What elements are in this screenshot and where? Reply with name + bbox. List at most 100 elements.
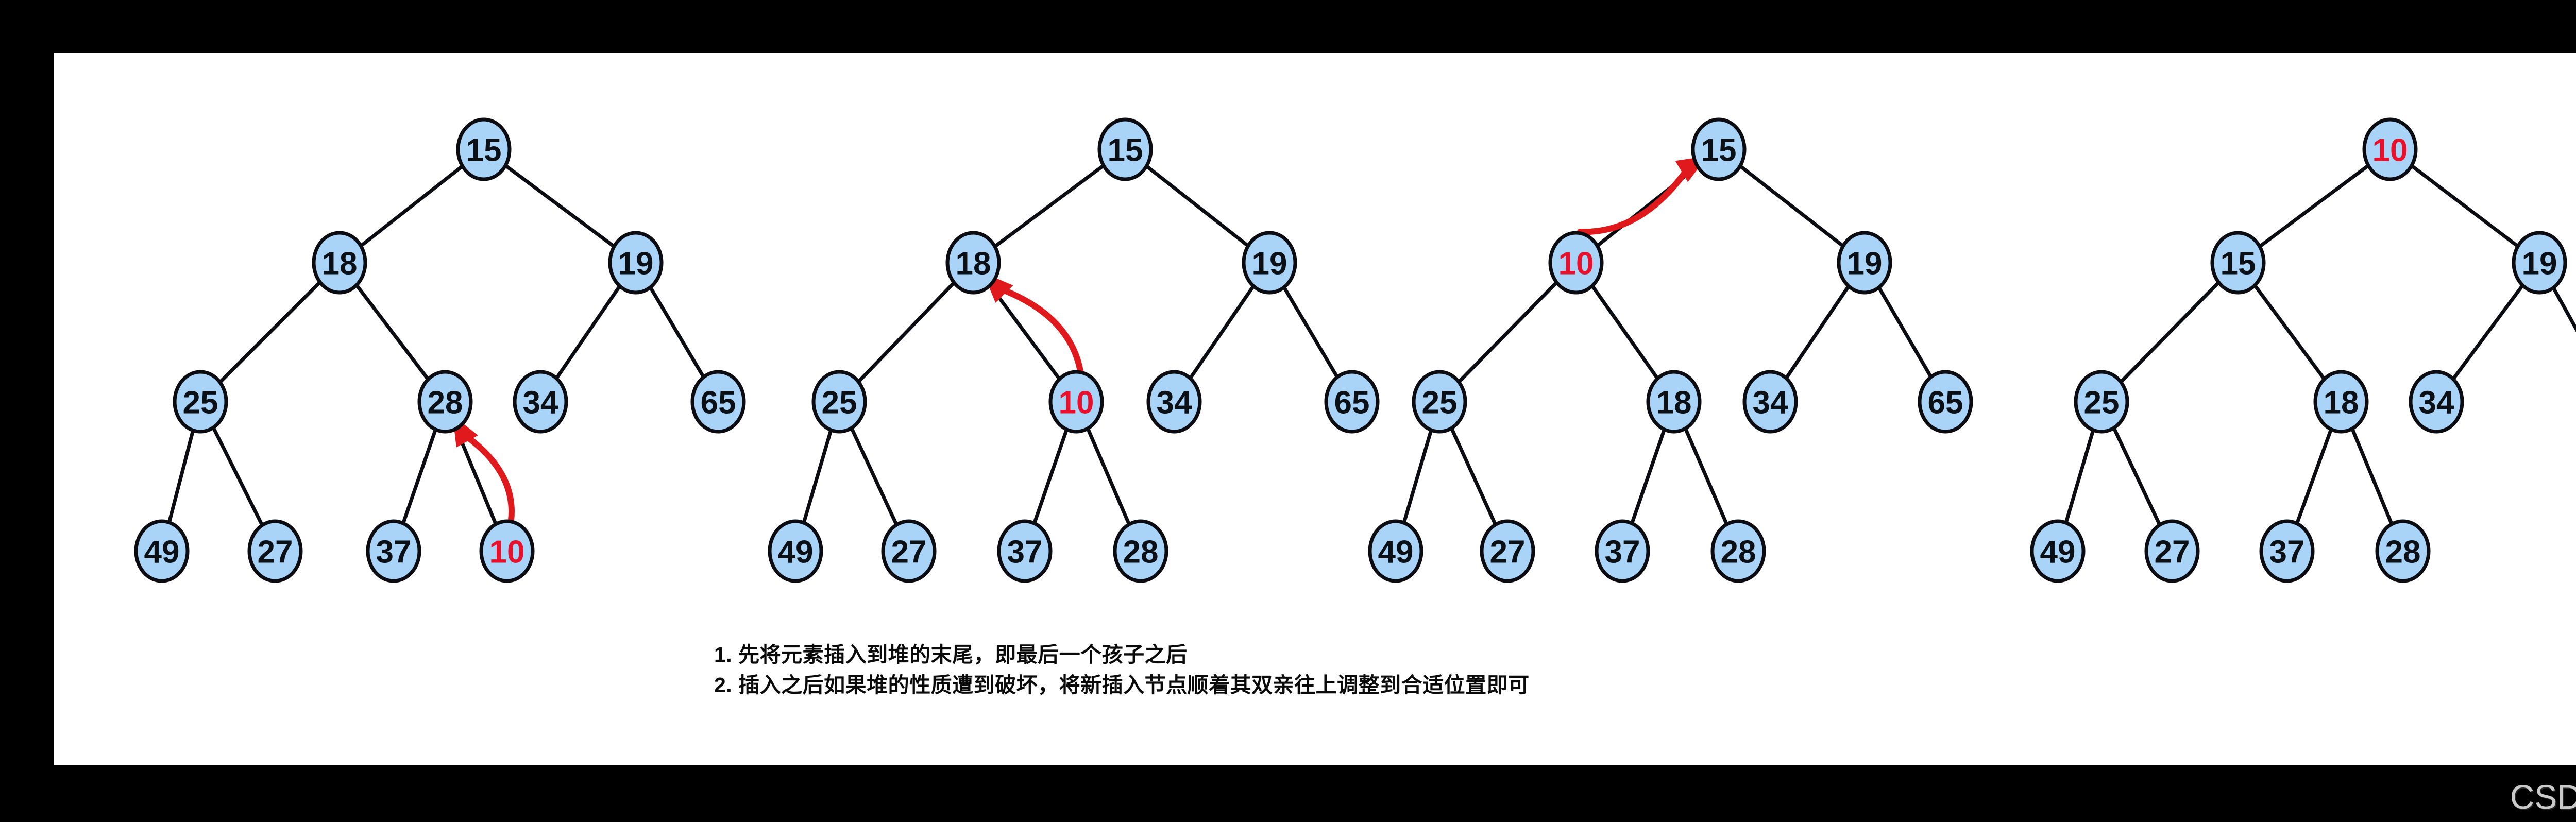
tree-node[interactable]: 37: [366, 519, 421, 583]
tree-node[interactable]: 15: [1097, 117, 1153, 181]
tree-node[interactable]: 28: [1710, 519, 1766, 583]
tree-node[interactable]: 10: [1548, 231, 1604, 295]
tree-node[interactable]: 18: [2313, 370, 2369, 434]
tree-node[interactable]: 49: [2030, 519, 2086, 583]
tree-edge: [1737, 163, 1846, 249]
tree-node[interactable]: 18: [312, 231, 367, 295]
tree-node[interactable]: 10: [479, 519, 535, 583]
tree-node[interactable]: 27: [1480, 519, 1535, 583]
node-value-label: 10: [1059, 385, 1094, 421]
adjust-arrow-curve: [995, 285, 1083, 374]
tree-node[interactable]: 25: [1412, 370, 1467, 434]
tree-node[interactable]: 15: [456, 117, 512, 181]
node-circle: [366, 519, 421, 583]
tree-edge: [2350, 426, 2394, 527]
tree-node[interactable]: 19: [1242, 231, 1297, 295]
tree-edge: [2252, 283, 2327, 382]
node-value-label: 19: [2522, 246, 2557, 282]
node-circle: [456, 117, 512, 181]
tree-node[interactable]: 15: [1691, 117, 1747, 181]
tree-node[interactable]: 34: [2409, 370, 2464, 434]
tree-node[interactable]: 49: [134, 519, 190, 583]
node-value-label: 27: [258, 535, 293, 570]
tree-node[interactable]: 19: [2512, 231, 2567, 295]
tree-edge: [856, 280, 957, 384]
tree-node[interactable]: 18: [1646, 370, 1702, 434]
tree-node[interactable]: 25: [2074, 370, 2129, 434]
node-circle: [2409, 370, 2464, 434]
node-value-label: 27: [2155, 535, 2190, 570]
tree-node[interactable]: 27: [2144, 519, 2200, 583]
tree-node[interactable]: 27: [247, 519, 303, 583]
tree-edges-layer: [167, 163, 2576, 528]
tree-node[interactable]: 18: [945, 231, 1001, 295]
node-value-label: 25: [1422, 385, 1458, 421]
node-value-label: 19: [1252, 246, 1287, 282]
tree-node[interactable]: 28: [1113, 519, 1168, 583]
tree-node[interactable]: 25: [173, 370, 228, 434]
node-value-label: 18: [956, 246, 991, 282]
tree-edge: [2111, 425, 2162, 528]
caption-line-2: 2. 插入之后如果堆的性质遭到破坏，将新插入节点顺着其双亲往上调整到合适位置即可: [714, 673, 1530, 697]
node-circle: [173, 370, 228, 434]
csdn-watermark: CSDN @序属秋秋秋: [2510, 778, 2576, 816]
node-value-label: 25: [2084, 385, 2120, 421]
node-circle: [2210, 231, 2266, 295]
tree-node[interactable]: 19: [1837, 231, 1892, 295]
node-circle: [312, 231, 367, 295]
node-value-label: 19: [618, 246, 654, 282]
tree-node[interactable]: 37: [2259, 519, 2315, 583]
tree-node[interactable]: 37: [1595, 519, 1650, 583]
tree-node[interactable]: 15: [2210, 231, 2266, 295]
tree-node[interactable]: 27: [881, 519, 937, 583]
node-value-label: 49: [2040, 535, 2076, 570]
tree-node[interactable]: 28: [417, 370, 473, 434]
node-circle: [513, 370, 568, 434]
tree-edge: [2551, 285, 2576, 333]
tree-nodes-layer: 15 18 19 25 28 34 65 49 27 37 10 15 18 19 25 10 34 65 49 27…: [134, 117, 2567, 583]
tree-edge: [988, 283, 1062, 382]
tree-edge: [2451, 283, 2525, 382]
tree-edge: [1590, 283, 1660, 381]
node-value-label: 28: [1123, 535, 1159, 570]
tree-node[interactable]: 49: [1368, 519, 1423, 583]
tree-node[interactable]: 10: [2362, 117, 2418, 181]
tree-edge: [1683, 425, 1729, 527]
tree-node[interactable]: 10: [1048, 370, 1104, 434]
node-circle: [1412, 370, 1467, 434]
tree-edge: [1876, 285, 1934, 380]
tree-node[interactable]: 34: [1742, 370, 1798, 434]
tree-edge: [802, 427, 833, 526]
node-value-label: 37: [2269, 535, 2305, 570]
node-value-label: 27: [891, 535, 927, 570]
adjust-arrows-layer: [452, 156, 1707, 523]
tree-node[interactable]: 28: [2375, 519, 2431, 583]
tree-edge: [1188, 283, 1256, 381]
node-circle: [2512, 231, 2567, 295]
tree-node[interactable]: 19: [608, 231, 664, 295]
node-value-label: 10: [489, 535, 525, 570]
tree-edge: [1032, 426, 1069, 526]
node-circle: [1710, 519, 1766, 583]
tree-edge: [211, 425, 265, 528]
node-circle: [1113, 519, 1168, 583]
tree-node[interactable]: 34: [1146, 370, 1202, 434]
node-value-label: 65: [701, 385, 736, 421]
node-circle: [417, 370, 473, 434]
node-circle: [945, 231, 1001, 295]
tree-node[interactable]: 34: [513, 370, 568, 434]
tree-node[interactable]: 65: [1324, 370, 1380, 434]
tree-node[interactable]: 65: [1918, 370, 1973, 434]
node-value-label: 34: [1753, 385, 1788, 421]
caption-line-1: 1. 先将元素插入到堆的末尾，即最后一个孩子之后: [714, 643, 1188, 666]
tree-node[interactable]: 25: [811, 370, 867, 434]
tree-edge: [358, 164, 465, 248]
node-circle: [2074, 370, 2129, 434]
node-value-label: 65: [1928, 385, 1963, 421]
node-circle: [997, 519, 1053, 583]
tree-node[interactable]: 37: [997, 519, 1053, 583]
tree-edge: [2409, 163, 2520, 249]
tree-node[interactable]: 49: [768, 519, 823, 583]
tree-edge: [1281, 284, 1340, 380]
tree-node[interactable]: 65: [690, 370, 746, 434]
